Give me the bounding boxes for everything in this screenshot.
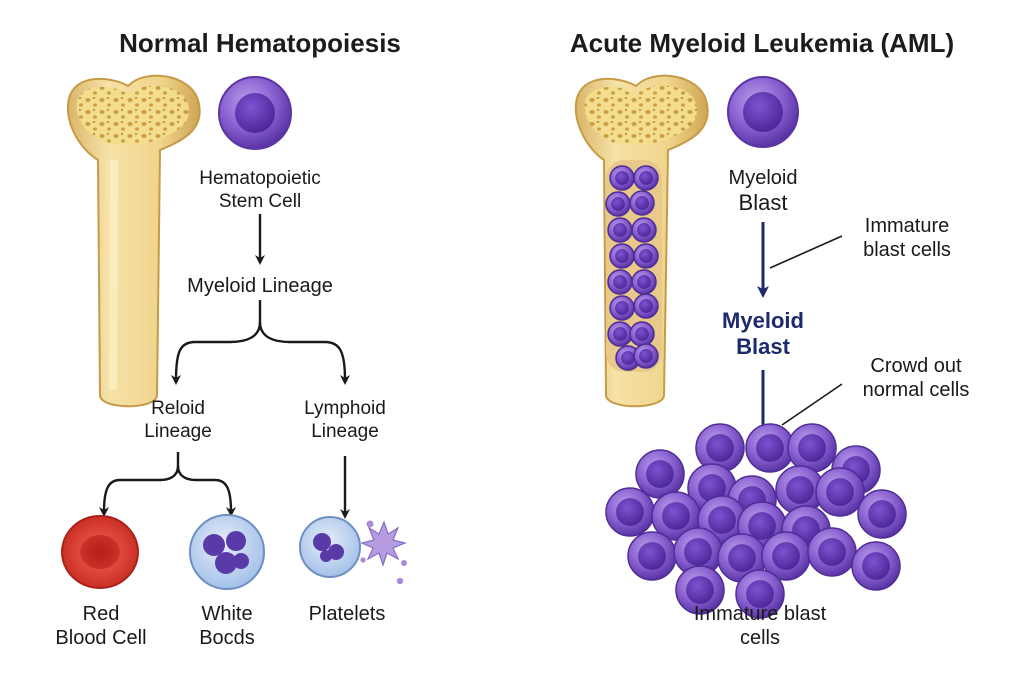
marrow-blast-cell: [607, 269, 633, 295]
myeloid-blast-top-line2: Blast: [738, 190, 788, 215]
immature-blast-cells-label: Immature blast cells: [660, 602, 860, 650]
lymphoid-lineage-line2: Lineage: [311, 420, 379, 442]
myeloid-blast-top-label: Myeloid Blast: [700, 166, 826, 216]
annotation-immature-blast-cells: Immature blast cells: [832, 214, 982, 262]
marrow-blast-cell: [633, 165, 659, 191]
myeloid-blast-top-line1: Myeloid: [728, 167, 798, 189]
cluster-blast-cell: [787, 423, 837, 473]
myeloid-lineage-label: Myeloid Lineage: [187, 275, 333, 297]
white-blood-cell-line1: White: [201, 603, 253, 625]
marrow-blast-cell: [633, 243, 659, 269]
cluster-blast-cell: [605, 487, 655, 537]
cluster-blast-cell: [807, 527, 857, 577]
red-blood-cell-line1: Red: [82, 603, 120, 625]
marrow-blast-cell: [633, 343, 659, 369]
cluster-blast-cell: [675, 565, 725, 615]
marrow-blast-cell: [631, 269, 657, 295]
annotation-mid-line1: Crowd out: [870, 355, 962, 377]
immature-blast-cells-line1: Immature blast: [693, 603, 827, 625]
myeloid-blast-middle-label: Myeloid Blast: [700, 308, 826, 361]
annotation-top-line1: Immature: [864, 215, 950, 237]
white-blood-cell-icon: [189, 514, 265, 590]
marrow-blast-cell: [605, 191, 631, 217]
annotation-leader-lines: [769, 235, 843, 426]
left-panel-title: Normal Hematopoiesis: [119, 28, 401, 58]
red-blood-cell-line2: Blood Cell: [55, 627, 147, 649]
red-blood-cell-icon: [61, 515, 139, 589]
lymphoid-lineage-line1: Lymphoid: [304, 398, 386, 419]
marrow-blast-cell: [607, 321, 633, 347]
immature-blast-cell-cluster: [605, 423, 907, 619]
left-flow-arrows: [99, 214, 350, 519]
cluster-blast-cell: [735, 569, 785, 619]
stem-cell-label: Hematopoietic Stem Cell: [170, 168, 350, 214]
white-blood-cell-label: White Bocds: [175, 602, 279, 650]
stem-cell-label-line2: Stem Cell: [218, 190, 302, 212]
white-blood-cell-line2: Bocds: [199, 627, 255, 649]
cluster-blast-cell: [857, 489, 907, 539]
annotation-crowd-out: Crowd out normal cells: [836, 354, 996, 402]
cluster-blast-cell: [761, 531, 811, 581]
reloid-lineage-line2: Lineage: [144, 420, 212, 442]
marrow-blast-cell: [629, 321, 655, 347]
stem-cell-label-line1: Hematopoietic: [199, 168, 321, 189]
marrow-blast-cell: [609, 165, 635, 191]
cluster-blast-cell: [635, 449, 685, 499]
lymphoid-lineage-label: Lymphoid Lineage: [280, 398, 410, 444]
myeloid-blast-middle-line1: Myeloid: [722, 308, 804, 333]
platelets-icon: [299, 516, 407, 585]
right-panel-title: Acute Myeloid Leukemia (AML): [569, 28, 955, 58]
platelets-label: Platelets: [308, 603, 386, 625]
marrow-blast-cell: [631, 217, 657, 243]
reloid-lineage-line1: Reloid: [151, 398, 205, 419]
hematopoietic-stem-cell-icon: [218, 76, 292, 150]
marrow-blast-cell: [607, 217, 633, 243]
marrow-blast-cell: [633, 293, 659, 319]
marrow-blast-cell: [629, 190, 655, 216]
annotation-mid-line2: normal cells: [862, 379, 970, 401]
immature-blast-cells-line2: cells: [739, 627, 780, 649]
marrow-blast-cell: [609, 295, 635, 321]
annotation-top-line2: blast cells: [863, 239, 951, 261]
cluster-blast-cell: [673, 527, 723, 577]
cluster-blast-cell: [745, 423, 795, 473]
reloid-lineage-label: Reloid Lineage: [118, 398, 238, 444]
myeloid-blast-cell-icon: [727, 76, 799, 148]
cluster-blast-cell: [851, 541, 901, 591]
cluster-blast-cell: [627, 531, 677, 581]
cluster-blast-cell: [815, 467, 865, 517]
bone-right: [574, 74, 709, 408]
myeloid-blast-middle-line2: Blast: [736, 334, 790, 360]
bone-left: [66, 74, 201, 408]
marrow-blast-cell: [609, 243, 635, 269]
red-blood-cell-label: Red Blood Cell: [40, 602, 162, 650]
bone-marrow-blast-cluster: [605, 165, 659, 371]
